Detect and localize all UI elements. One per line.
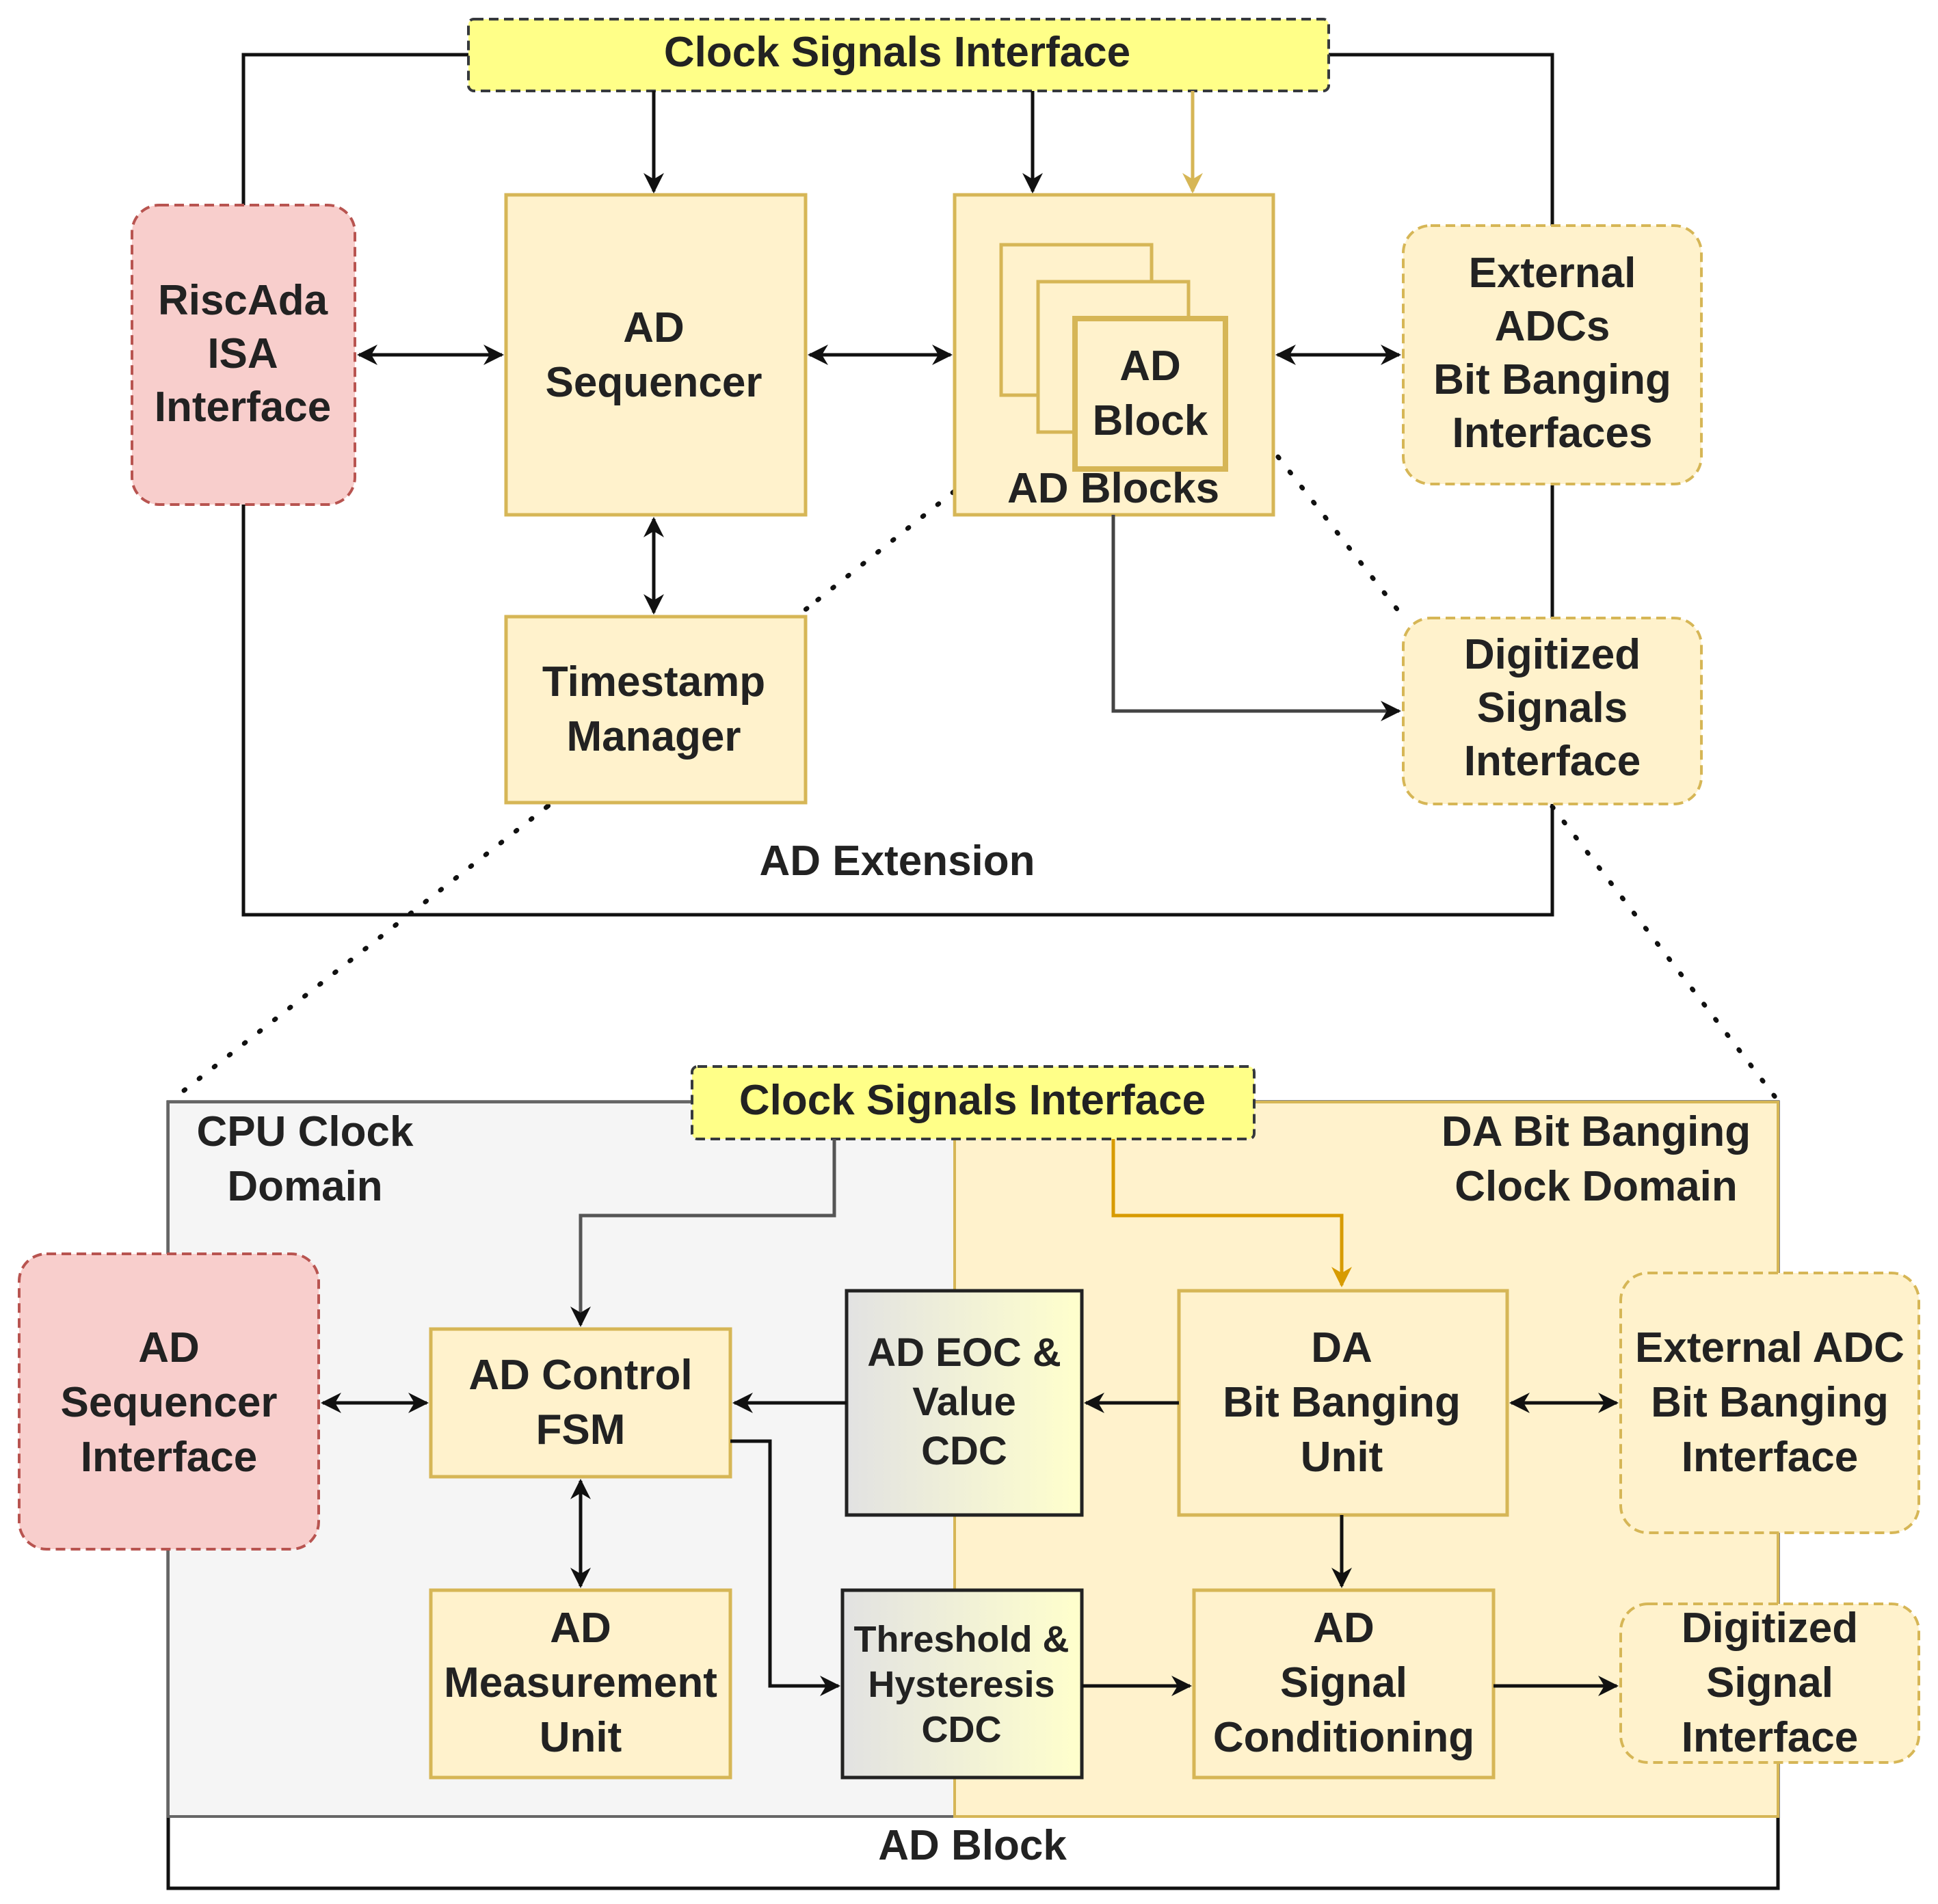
arrow-clock-to-fsm — [570, 1139, 836, 1327]
timestamp-label-1: Timestamp — [542, 658, 765, 706]
top-clock-label: Clock Signals Interface — [664, 29, 1130, 76]
threshold-label-2: Hysteresis — [868, 1664, 1054, 1705]
da-unit-label-3: Unit — [1301, 1434, 1383, 1481]
measurement-label-2: Measurement — [444, 1659, 717, 1706]
ad-control-fsm: AD Control FSM — [429, 1327, 732, 1479]
top-connectors — [357, 91, 1401, 721]
measurement-label-1: AD — [550, 1605, 611, 1652]
timestamp-manager: Timestamp Manager — [504, 615, 808, 805]
ext-adc-label-2: Bit Banging — [1651, 1379, 1889, 1426]
ad-signal-conditioning: AD Signal Conditioning — [1192, 1588, 1496, 1780]
digitized-signal-label-1: Digitized — [1682, 1605, 1858, 1652]
threshold-label-3: CDC — [922, 1709, 1002, 1750]
fsm-label-2: FSM — [536, 1406, 626, 1453]
riscada-label-3: Interface — [155, 384, 331, 431]
da-unit-label-1: DA — [1311, 1324, 1372, 1371]
ad-block-front — [1072, 316, 1228, 472]
da-unit-label-2: Bit Banging — [1223, 1379, 1461, 1426]
ad-sequencer: AD Sequencer — [504, 193, 808, 517]
ad-seq-if-label-3: Interface — [81, 1434, 257, 1481]
digitized-signal-label-3: Interface — [1682, 1714, 1858, 1761]
ad-sequencer-interface: AD Sequencer Interface — [18, 1252, 320, 1551]
timestamp-label-2: Manager — [567, 713, 741, 760]
fsm-label-1: AD Control — [468, 1352, 692, 1399]
riscada-label-2: ISA — [207, 330, 278, 377]
arrow-clock-to-da-unit — [1111, 1139, 1352, 1287]
ad-seq-if-label-2: Sequencer — [60, 1379, 277, 1426]
external-adcs-label-2: ADCs — [1495, 303, 1610, 350]
ext-adc-label-3: Interface — [1682, 1434, 1858, 1481]
riscada-isa-interface: RiscAda ISA Interface — [131, 204, 356, 506]
eoc-label-1: AD EOC & — [867, 1330, 1061, 1375]
conditioning-label-2: Signal — [1280, 1659, 1407, 1706]
digitized-signals-label-3: Interface — [1464, 738, 1641, 785]
da-bit-banging-unit: DA Bit Banging Unit — [1177, 1289, 1509, 1517]
digitized-signal-interface: Digitized Signal Interface — [1619, 1603, 1920, 1764]
ad-block-label-2: Block — [1093, 397, 1208, 444]
eoc-label-3: CDC — [921, 1429, 1007, 1473]
arrow-adblocks-digitized — [1111, 515, 1401, 721]
bottom-clock-label: Clock Signals Interface — [739, 1077, 1206, 1124]
cpu-domain-label-2: Domain — [227, 1163, 382, 1210]
ad-extension-label: AD Extension — [759, 837, 1035, 885]
ad-seq-if-label-1: AD — [138, 1324, 200, 1371]
arrow-fsm-to-threshold — [730, 1439, 840, 1696]
eoc-label-2: Value — [912, 1380, 1016, 1424]
bottom-connectors — [321, 1139, 1619, 1696]
digitized-signals-label-2: Signals — [1477, 684, 1628, 732]
ad-measurement-unit: AD Measurement Unit — [429, 1588, 732, 1780]
da-domain-label-2: Clock Domain — [1455, 1163, 1737, 1210]
conditioning-label-1: AD — [1313, 1605, 1375, 1652]
cpu-domain-label-1: CPU Clock — [197, 1108, 414, 1155]
digitized-signal-label-2: Signal — [1706, 1659, 1833, 1706]
measurement-label-3: Unit — [540, 1714, 622, 1761]
external-adc-interface: External ADC Bit Banging Interface — [1619, 1272, 1920, 1534]
riscada-label-1: RiscAda — [158, 277, 328, 324]
digitized-signals-interface: Digitized Signals Interface — [1402, 617, 1703, 805]
external-adcs-interfaces: External ADCs Bit Banging Interfaces — [1402, 224, 1703, 485]
ext-adc-label-1: External ADC — [1635, 1324, 1904, 1371]
ad-sequencer-label-1: AD — [623, 304, 685, 351]
digitized-signals-label-1: Digitized — [1464, 631, 1641, 678]
conditioning-label-3: Conditioning — [1213, 1714, 1474, 1761]
external-adcs-label-1: External — [1469, 250, 1636, 297]
da-domain-label-1: DA Bit Banging — [1442, 1108, 1751, 1155]
ad-extension-frame — [241, 53, 1554, 917]
ad-block-label: AD Block — [878, 1822, 1067, 1869]
external-adcs-label-4: Interfaces — [1452, 410, 1653, 457]
threshold-hysteresis-cdc: Threshold & Hysteresis CDC — [840, 1588, 1084, 1780]
external-adcs-label-3: Bit Banging — [1433, 356, 1671, 403]
bottom-clock-signals-interface: Clock Signals Interface — [691, 1065, 1256, 1140]
top-clock-signals-interface: Clock Signals Interface — [467, 18, 1330, 92]
threshold-label-1: Threshold & — [853, 1619, 1069, 1660]
ad-sequencer-label-2: Sequencer — [545, 359, 762, 406]
ad-block-label-1: AD — [1119, 343, 1181, 390]
ad-blocks-label: AD Blocks — [1007, 465, 1219, 512]
ad-eoc-value-cdc: AD EOC & Value CDC — [845, 1289, 1084, 1517]
ad-blocks-container: AD Block AD Blocks — [953, 193, 1275, 517]
